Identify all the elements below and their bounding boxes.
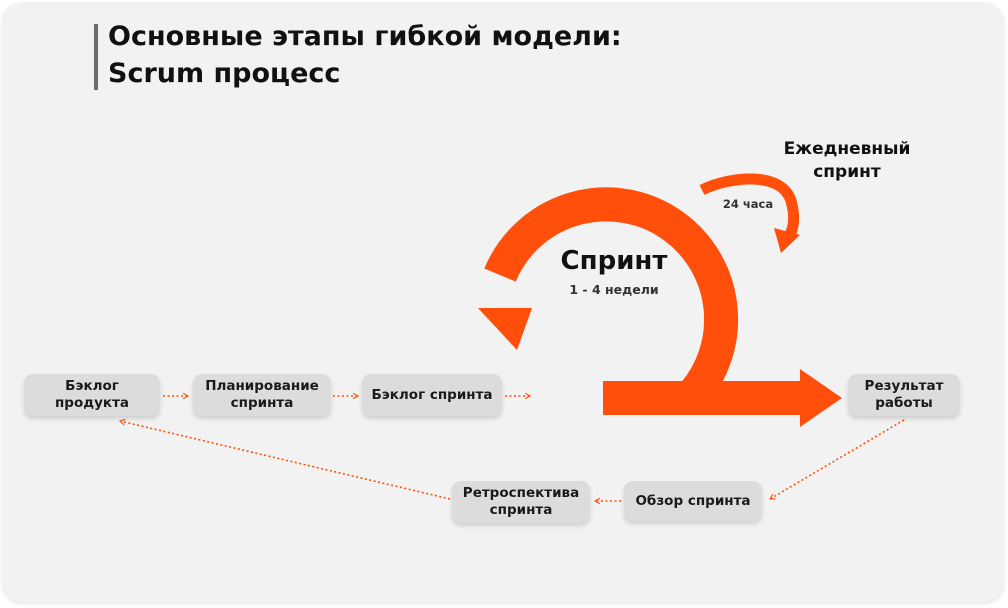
node-sprint-retrospective: Ретроспектива спринта — [452, 481, 590, 523]
node-sprint-review: Обзор спринта — [624, 481, 762, 521]
arrow-result-to-review — [769, 419, 905, 500]
title-line-1: Основные этапы гибкой модели: — [108, 21, 622, 52]
daily-cycle-arrow — [699, 173, 800, 242]
daily-label-line-2: спринт — [813, 162, 881, 182]
sprint-duration: 1 - 4 недели — [569, 282, 659, 297]
title-accent-bar — [94, 24, 98, 90]
node-sprint-backlog: Бэклог спринта — [362, 374, 502, 416]
arrow-retro-to-product-backlog — [118, 418, 451, 500]
sprint-label: Спринт — [560, 246, 668, 276]
sprint-cycle-arrow — [484, 187, 739, 415]
sprint-cycle-arrowhead — [478, 308, 532, 350]
daily-cycle-arrowhead — [774, 228, 800, 253]
node-sprint-planning: Планирование спринта — [193, 374, 331, 416]
daily-duration: 24 часа — [722, 197, 774, 211]
sprint-output-arrow — [690, 369, 842, 427]
node-work-result: Результат работы — [848, 374, 960, 416]
diagram-title: Основные этапы гибкой модели: Scrum проц… — [108, 18, 748, 92]
node-product-backlog: Бэклог продукта — [24, 374, 160, 416]
daily-sprint-label: Ежедневный спринт — [760, 138, 934, 184]
title-line-2: Scrum процесс — [108, 58, 341, 89]
daily-label-line-1: Ежедневный — [783, 139, 911, 159]
